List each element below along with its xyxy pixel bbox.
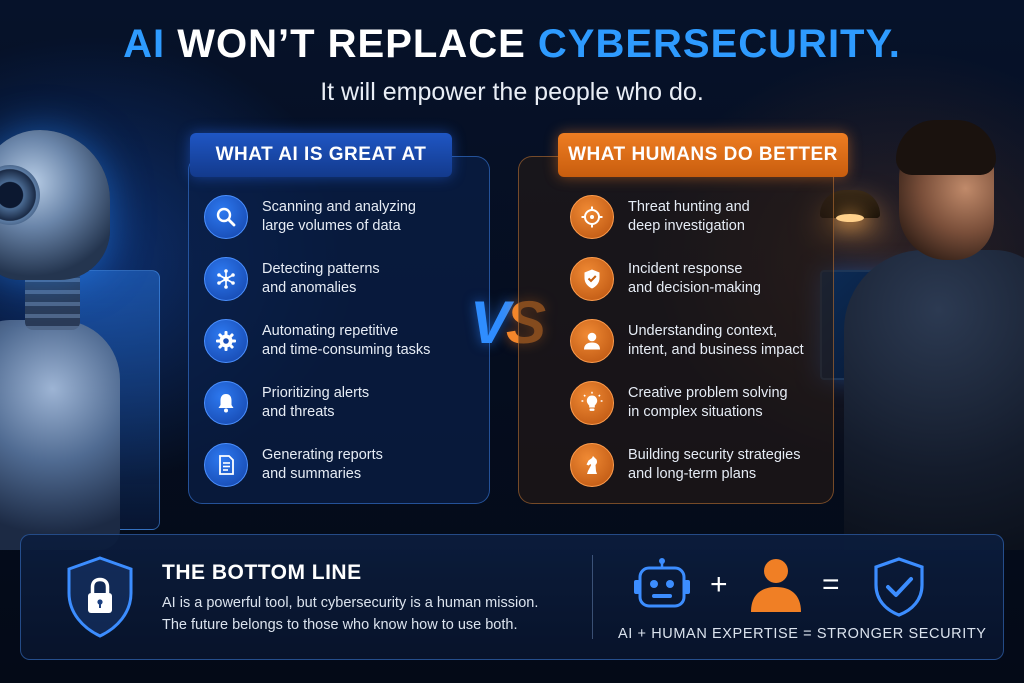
analyst-hair [896, 120, 996, 175]
human-item-context: Understanding context, intent, and busin… [570, 316, 804, 366]
ai-item-text: Prioritizing alerts and threats [262, 385, 370, 420]
person-icon [570, 319, 614, 363]
human-item-incident-response: Incident response and decision-making [570, 254, 761, 304]
title-middle: WON’T REPLACE [165, 22, 538, 66]
bottom-divider [592, 555, 593, 639]
human-item-text: Creative problem solving in complex situ… [628, 385, 788, 420]
page-subtitle: It will empower the people who do. [320, 78, 704, 106]
shield-check-icon [872, 556, 926, 618]
chess-knight-icon [570, 443, 614, 487]
page-title: AI WON’T REPLACE CYBERSECURITY. [0, 22, 1024, 67]
equation-equals: = [822, 568, 840, 601]
robot-body [0, 320, 120, 550]
robot-neck [25, 270, 80, 330]
bell-icon [204, 381, 248, 425]
ai-item-reports: Generating reports and summaries [204, 440, 383, 490]
document-icon [204, 443, 248, 487]
bottom-line-bar [20, 534, 1004, 660]
human-figure-icon [748, 556, 804, 614]
robot-illustration [0, 130, 170, 550]
human-item-threat-hunting: Threat hunting and deep investigation [570, 192, 750, 242]
robot-face-icon [632, 558, 692, 614]
shield-lock-icon [64, 555, 136, 639]
human-item-strategies: Building security strategies and long-te… [570, 440, 800, 490]
human-item-creative: Creative problem solving in complex situ… [570, 378, 788, 428]
magnifier-icon [204, 195, 248, 239]
versus-v: V [470, 289, 510, 356]
human-item-text: Threat hunting and deep investigation [628, 199, 750, 234]
analyst-body [844, 250, 1024, 550]
bottom-line-text: AI is a powerful tool, but cybersecurity… [162, 595, 539, 633]
human-item-text: Incident response and decision-making [628, 261, 761, 296]
equation-plus: + [710, 568, 728, 601]
crosshair-icon [570, 195, 614, 239]
ai-item-text: Automating repetitive and time-consuming… [262, 323, 431, 358]
lamp-light [836, 214, 864, 222]
title-ai: AI [123, 22, 166, 66]
analyst-illustration [804, 110, 1024, 550]
ai-item-text: Detecting patterns and anomalies [262, 261, 380, 296]
human-item-text: Building security strategies and long-te… [628, 447, 801, 482]
network-nodes-icon [204, 257, 248, 301]
ai-item-text: Scanning and analyzing large volumes of … [262, 199, 416, 234]
human-item-text: Understanding context, intent, and busin… [628, 323, 804, 358]
bottom-line-title: THE BOTTOM LINE [162, 561, 362, 584]
gear-icon [204, 319, 248, 363]
title-cybersecurity: CYBERSECURITY. [537, 22, 901, 66]
equation-caption: AI + HUMAN EXPERTISE = STRONGER SECURITY [618, 626, 987, 642]
ai-item-patterns: Detecting patterns and anomalies [204, 254, 380, 304]
human-strengths-heading: WHAT HUMANS DO BETTER [558, 133, 848, 177]
lightbulb-icon [570, 381, 614, 425]
ai-strengths-heading: WHAT AI IS GREAT AT [190, 133, 452, 177]
ai-item-prioritizing: Prioritizing alerts and threats [204, 378, 369, 428]
ai-item-scanning: Scanning and analyzing large volumes of … [204, 192, 416, 242]
ai-item-text: Generating reports and summaries [262, 447, 383, 482]
ai-item-automating: Automating repetitive and time-consuming… [204, 316, 430, 366]
shield-icon [570, 257, 614, 301]
